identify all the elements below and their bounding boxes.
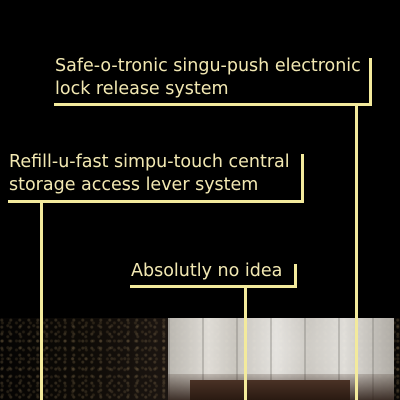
- callout-storage-lever-bracket: [301, 154, 304, 203]
- callout-storage-lever-line2: storage access lever system: [9, 175, 259, 195]
- storage-slot: [190, 380, 350, 400]
- callout-lock-release-underline: [54, 103, 372, 106]
- callout-lock-release-line1: Safe-o-tronic singu-push electronic: [55, 56, 361, 76]
- device-photo: [0, 318, 400, 400]
- callout-unknown: Absolutly no idea: [131, 260, 282, 283]
- callout-storage-lever-leader: [40, 202, 43, 400]
- callout-unknown-leader: [244, 287, 247, 400]
- callout-lock-release-bracket: [369, 58, 372, 106]
- callout-lock-release-leader: [355, 105, 358, 400]
- callout-unknown-underline: [130, 285, 297, 288]
- callout-storage-lever-underline: [8, 200, 304, 203]
- callout-lock-release-line2: lock release system: [55, 79, 229, 99]
- callout-lock-release: Safe-o-tronic singu-push electronic lock…: [55, 55, 361, 101]
- callout-unknown-line1: Absolutly no idea: [131, 261, 283, 281]
- callout-unknown-bracket: [294, 264, 297, 288]
- callout-storage-lever: Refill-u-fast simpu-touch central storag…: [9, 151, 290, 197]
- callout-storage-lever-line1: Refill-u-fast simpu-touch central: [9, 152, 290, 172]
